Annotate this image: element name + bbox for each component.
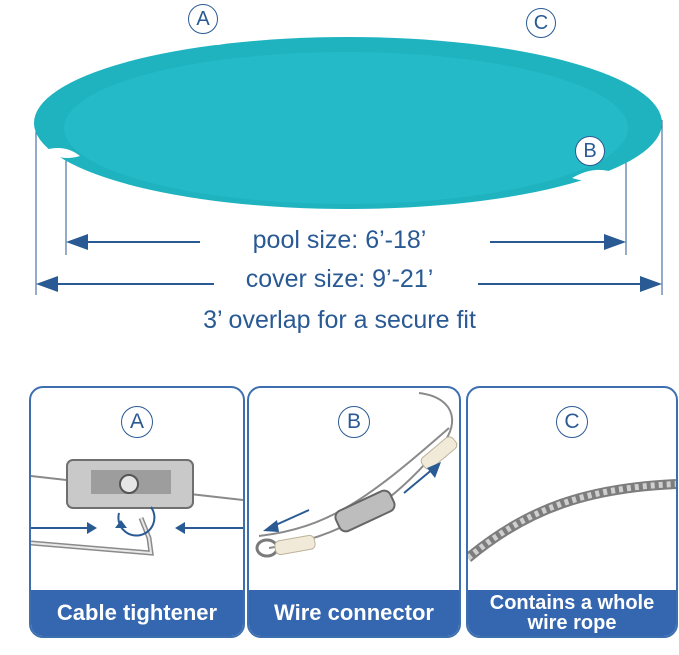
cover-size-label: cover size: 9’-21’ [245,265,434,293]
pool-cover-illustration [34,37,663,295]
panel-c-caption-line2: wire rope [527,612,617,634]
overlap-note: 3’ overlap for a secure fit [203,306,476,334]
cover-arrow-left-head [36,276,58,292]
grommet-c [515,43,549,51]
panel-a-caption: Cable tightener [31,590,243,636]
grommet-left [45,148,80,158]
cable-tightener-illustration [31,459,243,556]
marker-c: C [526,8,556,38]
pool-size-label: pool size: 6’-18’ [252,226,427,254]
panel-wire-connector: B Wire connector [247,386,461,638]
panel-cable-tightener: A Cable tightener [29,386,245,638]
panel-a-marker: A [121,406,153,438]
pool-arrow-right-head [604,234,626,250]
grommet-a [200,38,230,45]
pool-cover-diagram: A C B pool size: 6’-18’ cover size: 9’-2… [34,4,663,334]
panel-wire-rope: C Contains a whole wire rope [466,386,678,638]
grommet-b [572,169,617,182]
wire-rope-illustration [468,479,676,562]
cover-arrow-right-head [640,276,662,292]
panel-c-caption: Contains a whole wire rope [468,590,676,636]
marker-b: B [575,136,605,166]
marker-a: A [188,4,218,34]
pool-inner-shape [64,52,628,204]
panel-c-marker: C [556,406,588,438]
wire-connector-illustration [255,392,458,558]
panel-b-marker: B [338,406,370,438]
pool-arrow-left-head [66,234,88,250]
panel-b-caption: Wire connector [249,590,459,636]
panel-c-caption-line1: Contains a whole [489,592,655,614]
